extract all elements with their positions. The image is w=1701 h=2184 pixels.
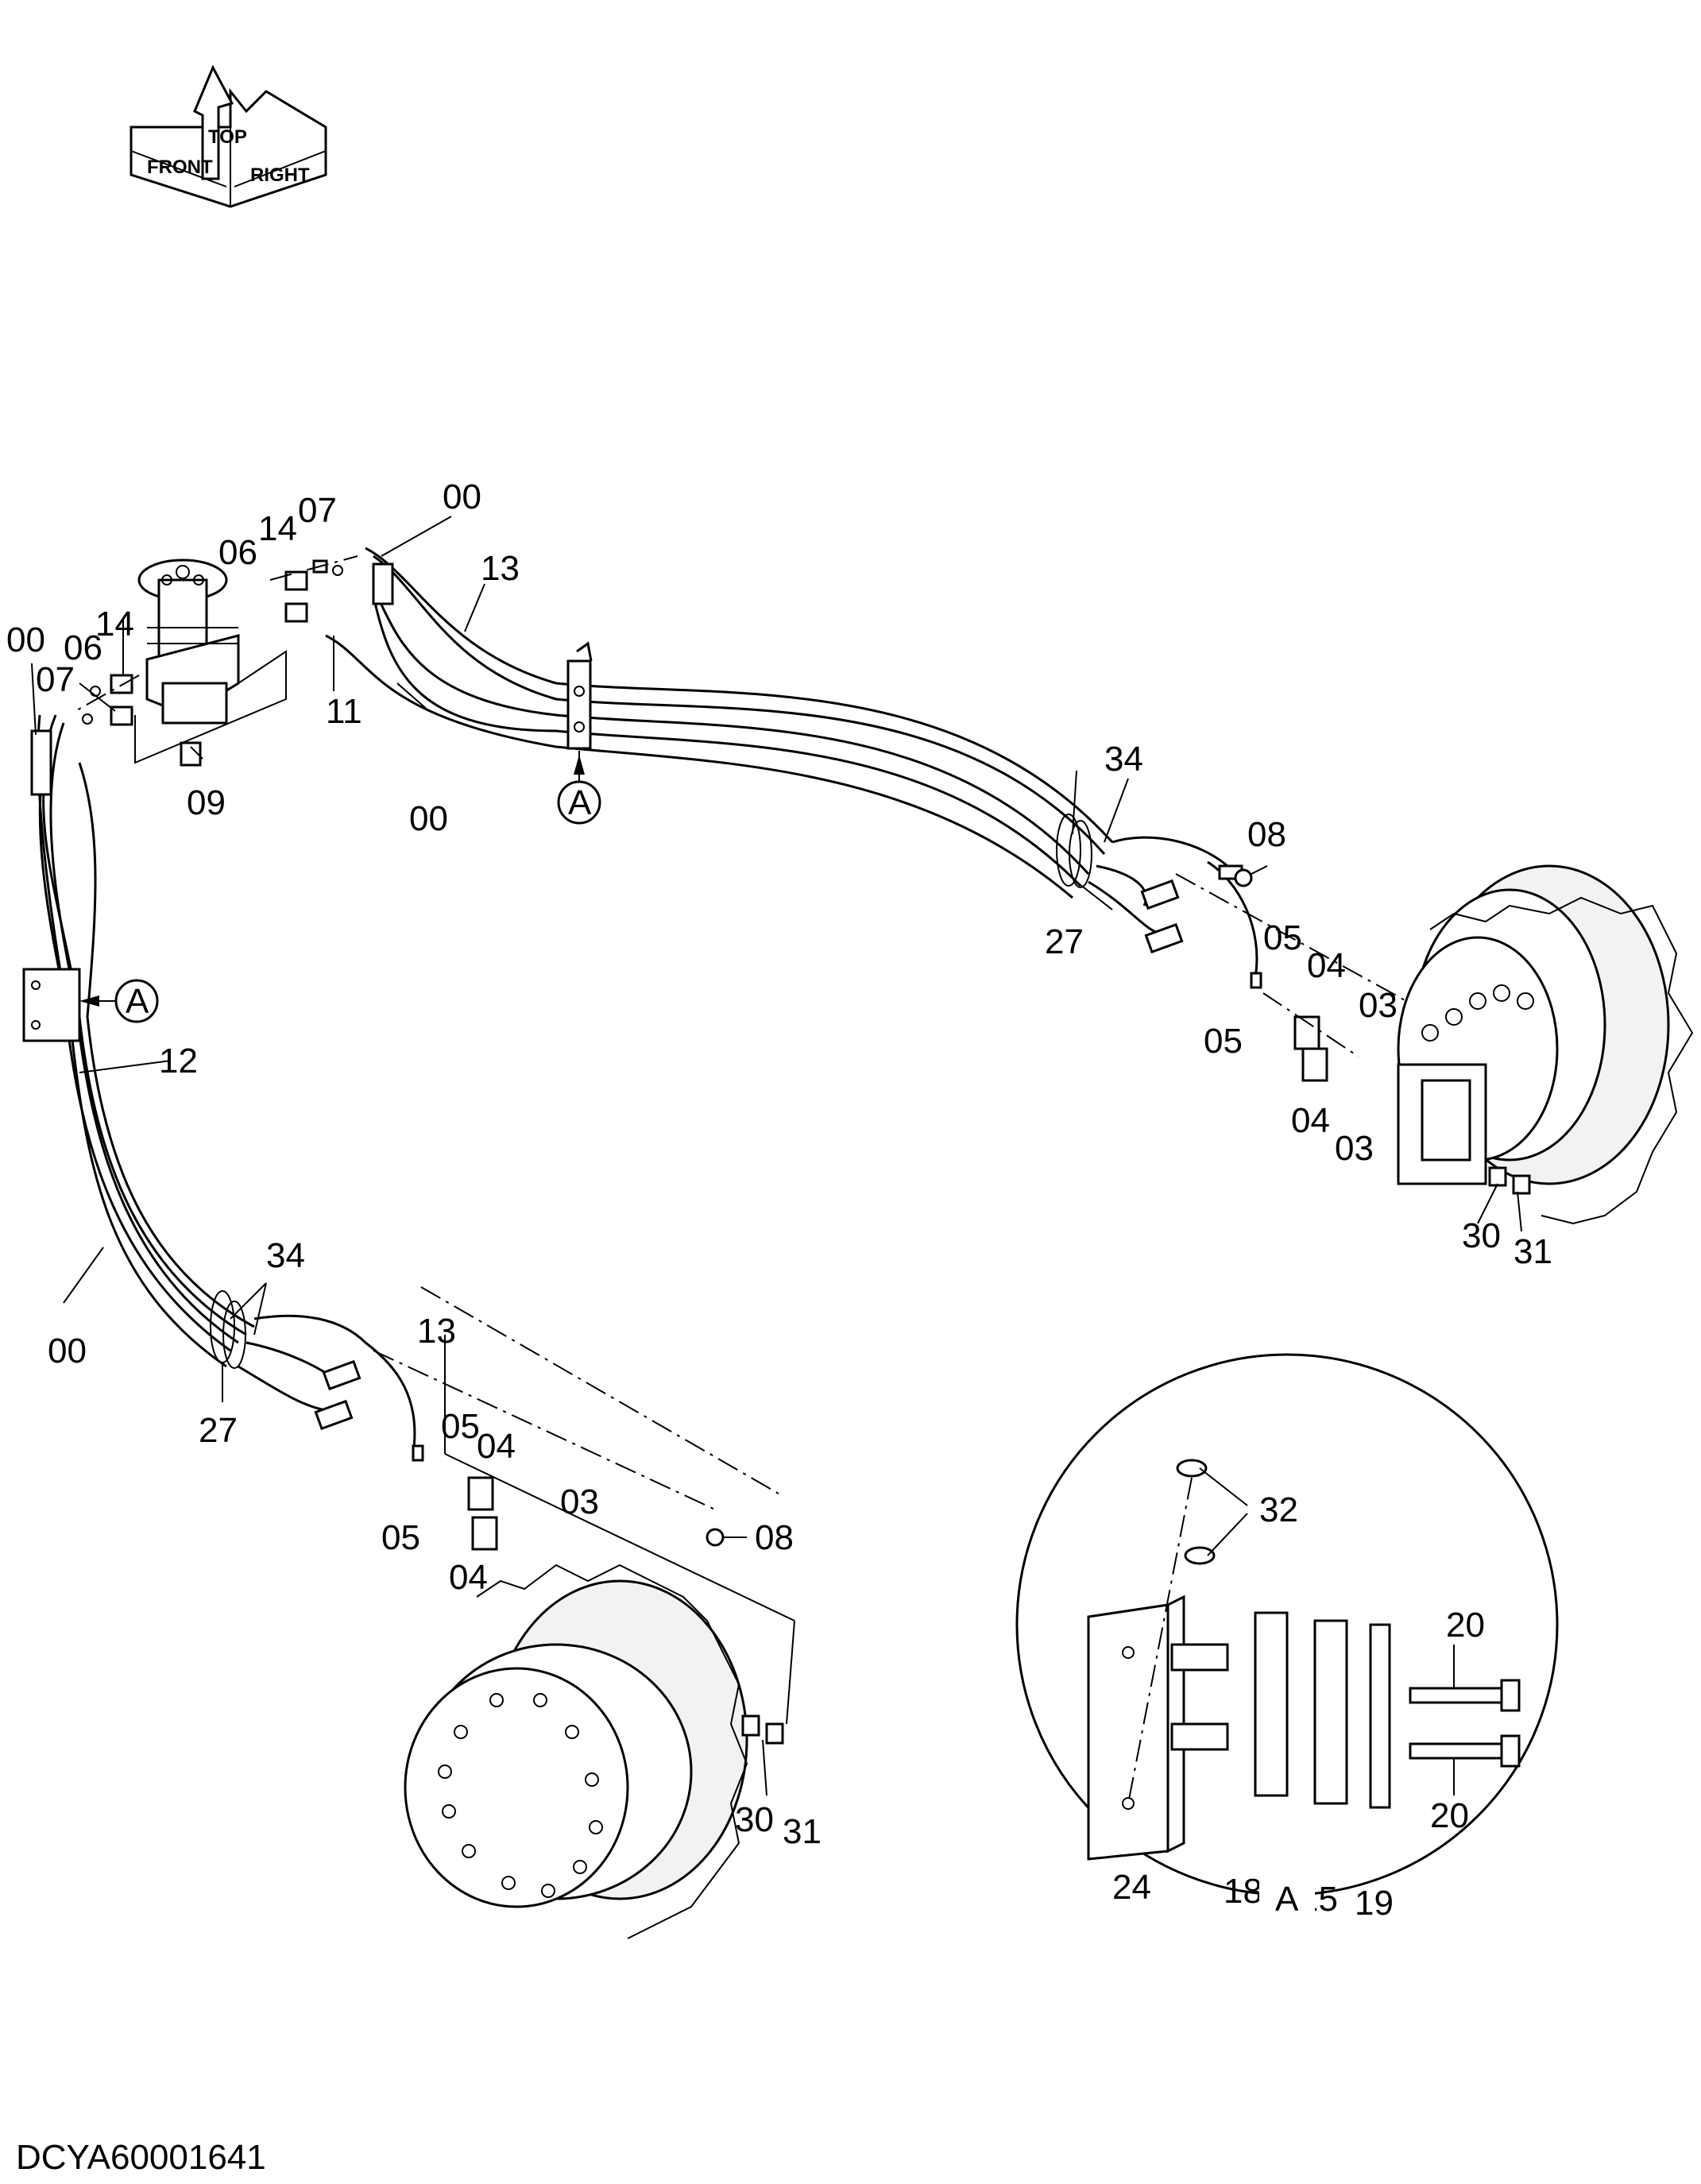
callout-31: 31 <box>1514 1232 1552 1271</box>
callout-06: 06 <box>218 533 257 572</box>
travel-motor-left <box>404 1564 784 1939</box>
swivel-joint <box>134 559 287 764</box>
callout-04: 04 <box>1291 1101 1330 1140</box>
callout-labels: 00 13 07 14 06 14 06 00 07 09 11 00 12 0… <box>6 477 1552 1923</box>
callout-24: 24 <box>1112 1868 1151 1907</box>
callout-20: 20 <box>1430 1796 1469 1835</box>
callout-11: 11 <box>326 692 362 731</box>
callout-31: 31 <box>783 1812 822 1851</box>
hose-bundle-upper <box>325 547 1114 899</box>
detail-ref-left: A <box>79 979 159 1023</box>
document-code: DCYA60001641 <box>16 2138 266 2177</box>
callout-07: 07 <box>36 660 75 699</box>
callout-00: 00 <box>6 620 45 659</box>
hose-fittings-left <box>314 1359 725 1551</box>
clamp-a-upper <box>566 641 593 750</box>
hose-bundle-left <box>30 714 255 1368</box>
callout-03: 03 <box>1359 986 1398 1025</box>
leader-lines <box>31 516 1522 1796</box>
callout-04: 04 <box>477 1427 516 1466</box>
callout-08: 08 <box>755 1518 794 1557</box>
callout-08: 08 <box>1247 815 1286 854</box>
orientation-top-label: TOP <box>208 126 247 148</box>
detail-ref-upper: A <box>557 751 601 825</box>
callout-32: 32 <box>1259 1490 1298 1529</box>
callout-12: 12 <box>159 1042 198 1080</box>
callout-27: 27 <box>199 1411 238 1450</box>
callout-05: 05 <box>441 1407 480 1446</box>
callout-00: 00 <box>409 799 448 838</box>
callout-14: 14 <box>95 605 134 644</box>
callout-20: 20 <box>1446 1606 1485 1645</box>
detail-ref-a-left: A <box>126 982 149 1021</box>
orientation-icon: FRONT RIGHT TOP <box>130 64 327 208</box>
callout-00: 00 <box>48 1332 87 1370</box>
callout-05: 05 <box>381 1518 420 1557</box>
callout-05: 05 <box>1204 1022 1243 1061</box>
orientation-front-label: FRONT <box>147 157 213 178</box>
callout-07: 07 <box>298 491 337 530</box>
callout-34: 34 <box>266 1236 305 1275</box>
callout-13: 13 <box>417 1312 456 1351</box>
callout-04: 04 <box>1307 946 1346 985</box>
clamp-a-left <box>22 968 81 1042</box>
detail-ref-a-upper: A <box>568 783 592 822</box>
callout-09: 09 <box>187 783 226 822</box>
callout-19: 19 <box>1355 1884 1394 1923</box>
callout-30: 30 <box>1462 1216 1501 1255</box>
band-clamp-left <box>210 1290 416 1455</box>
callout-00: 00 <box>443 477 481 516</box>
callout-27: 27 <box>1045 922 1084 961</box>
travel-motor-right <box>1397 864 1694 1225</box>
orientation-right-label: RIGHT <box>250 164 310 186</box>
callout-04: 04 <box>449 1558 488 1597</box>
callout-18: 18 <box>1224 1872 1262 1911</box>
callout-05: 05 <box>1263 918 1302 957</box>
callout-30: 30 <box>735 1800 774 1839</box>
callout-06: 06 <box>64 628 102 667</box>
callout-13: 13 <box>481 549 520 588</box>
callout-03: 03 <box>1335 1129 1374 1168</box>
callout-03: 03 <box>560 1482 599 1521</box>
callout-34: 34 <box>1104 740 1143 779</box>
callout-14: 14 <box>258 509 297 548</box>
hose-fittings-right <box>1140 864 1328 1082</box>
detail-a-title: A <box>1275 1880 1299 1919</box>
